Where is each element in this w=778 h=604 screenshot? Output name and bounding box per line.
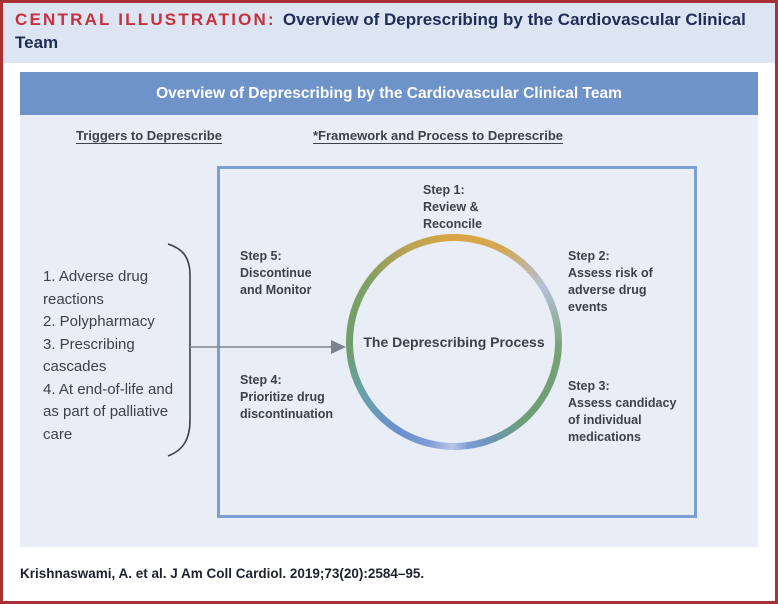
step-2-title: Step 2:	[568, 249, 610, 263]
connector-overlay	[167, 243, 346, 457]
triggers-heading: Triggers to Deprescribe	[76, 128, 222, 143]
step-4-title: Step 4:	[240, 373, 282, 387]
step-3-title: Step 3:	[568, 379, 610, 393]
step-4-text: Prioritize drug discontinuation	[240, 390, 334, 421]
framework-heading: *Framework and Process to Deprescribe	[313, 128, 563, 143]
triggers-list: 1. Adverse drug reactions 2. Polypharmac…	[43, 266, 179, 446]
brace-icon	[167, 243, 191, 457]
step-3-label: Step 3: Assess candidacy of individual m…	[568, 378, 676, 446]
step-1-label: Step 1: Review & Reconcile	[423, 182, 482, 233]
banner-title: Overview of Deprescribing by the Cardiov…	[156, 84, 622, 102]
step-1-text: Review & Reconcile	[423, 200, 483, 231]
step-4-label: Step 4: Prioritize drug discontinuation	[240, 372, 333, 423]
step-2-text: Assess risk of adverse drug events	[568, 266, 653, 314]
trigger-item-adverse-drug-reactions: 1. Adverse drug reactions	[43, 268, 149, 308]
framework-box	[217, 166, 697, 518]
step-5-title: Step 5:	[240, 249, 282, 263]
process-center-label: The Deprescribing Process	[363, 334, 545, 350]
step-1-title: Step 1:	[423, 183, 465, 197]
trigger-item-end-of-life: 4. At end-of-life and as part of palliat…	[43, 380, 174, 443]
process-ring: The Deprescribing Process	[346, 234, 562, 450]
figure-header: CENTRAL ILLUSTRATION:Overview of Depresc…	[3, 3, 775, 63]
step-3-text: Assess candidacy of individual medicatio…	[568, 396, 677, 444]
panel-banner: Overview of Deprescribing by the Cardiov…	[20, 72, 758, 115]
figure-title: Overview of Deprescribing by the Cardiov…	[15, 10, 746, 52]
trigger-item-prescribing-cascades: 3. Prescribing cascades	[43, 335, 135, 376]
illustration-panel: Overview of Deprescribing by the Cardiov…	[20, 72, 758, 547]
citation: Krishnaswami, A. et al. J Am Coll Cardio…	[20, 566, 425, 581]
process-ring-center: The Deprescribing Process	[353, 241, 555, 443]
trigger-item-polypharmacy: 2. Polypharmacy	[43, 313, 155, 330]
arrow-icon	[190, 340, 346, 354]
central-illustration-kicker: CENTRAL ILLUSTRATION:	[15, 10, 276, 29]
step-2-label: Step 2: Assess risk of adverse drug even…	[568, 248, 653, 316]
step-5-text: Discontinue and Monitor	[240, 266, 312, 297]
step-5-label: Step 5: Discontinue and Monitor	[240, 248, 312, 299]
